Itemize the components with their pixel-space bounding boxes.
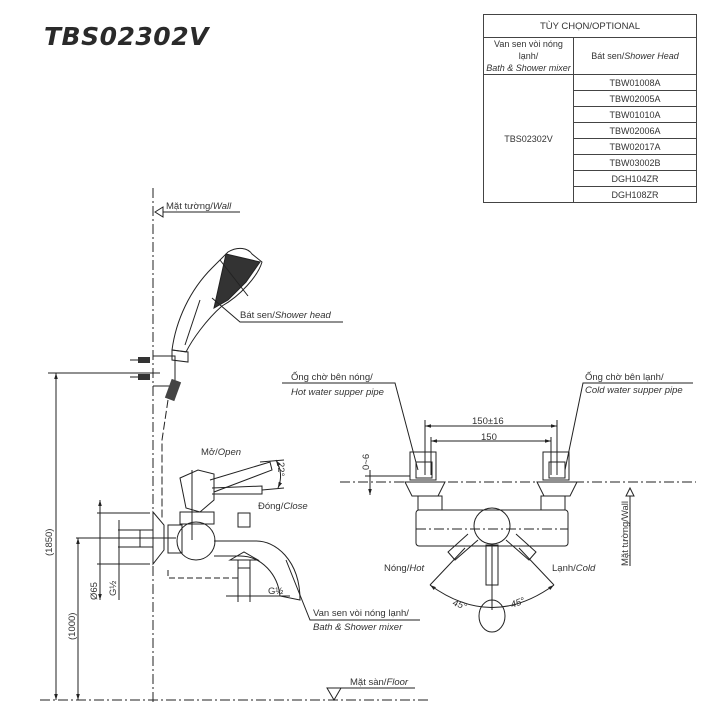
hot-angle-label: 45°: [451, 597, 468, 612]
optional-header: TÙY CHỌN/OPTIONAL: [483, 14, 697, 38]
wall-label-front: Mặt tường/Wall: [620, 501, 631, 566]
close-label: Đóng/Close: [258, 501, 308, 512]
wall-marker: [154, 206, 240, 218]
hot-label: Nóng/Hot: [384, 563, 425, 574]
thread-bottom-dim: G½: [268, 586, 283, 597]
flange-diameter-dim: Ø65: [89, 582, 100, 600]
pipe-gap-dim: 0~6: [361, 454, 372, 470]
cold-angle-label: 45°: [509, 596, 526, 611]
open-label: Mở/Open: [201, 447, 241, 458]
shower-head-drawing: [171, 247, 263, 363]
hot-pipe-label-en: Hot water supper pipe: [291, 387, 384, 398]
spacing-dim: 150: [481, 432, 497, 443]
cold-label: Lạnh/Cold: [552, 563, 596, 574]
shower-head-label: Bát sen/Shower head: [240, 310, 332, 321]
floor-label: Mặt sàn/Floor: [350, 677, 409, 688]
optional-table: TÙY CHỌN/OPTIONAL Van sen vòi nóng lạnh/…: [483, 14, 697, 203]
cold-pipe-label-vi: Ống chờ bên lạnh/: [585, 371, 664, 383]
wall-bracket: [130, 355, 182, 402]
shower-head-cell: DGH108ZR: [573, 186, 697, 203]
mixer-label-en: Bath & Shower mixer: [313, 622, 403, 633]
hot-pipe-label-vi: Ống chờ bên nóng/: [291, 371, 373, 383]
mixer-side-drawing: [139, 461, 301, 601]
col-mixer-header: Van sen vòi nóng lạnh/Bath & Shower mixe…: [483, 37, 574, 75]
lever-angle-label: 22°: [275, 462, 286, 477]
model-title: TBS02302V: [44, 22, 209, 51]
mixer-model-cell: TBS02302V: [483, 74, 574, 203]
total-height-dim: (1850): [44, 529, 55, 556]
thread-left-dim: G½: [108, 581, 119, 596]
mixer-height-dim: (1000): [67, 613, 78, 640]
mixer-label-vi: Van sen vòi nóng lạnh/: [313, 608, 409, 619]
cold-pipe-label-en: Cold water supper pipe: [585, 385, 683, 396]
spacing-tolerance-dim: 150±16: [472, 416, 504, 427]
wall-label: Mặt tường/Wall: [166, 201, 232, 212]
floor-marker: [326, 687, 415, 701]
